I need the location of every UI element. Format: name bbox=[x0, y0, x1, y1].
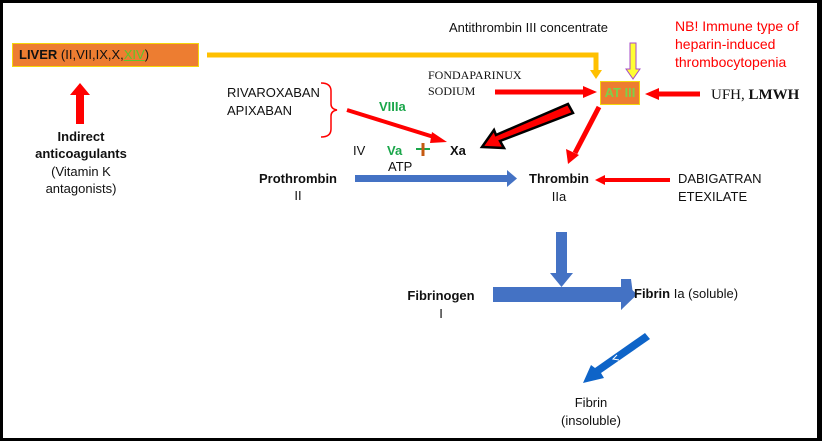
fibrinogen-numeral: I bbox=[439, 306, 443, 321]
fibrinogen-label: Fibrinogen bbox=[407, 288, 475, 303]
thrombin-label: Thrombin bbox=[529, 171, 589, 186]
fibrinogen-arrow-shaft bbox=[493, 287, 626, 302]
concentrate-arrow bbox=[625, 42, 641, 80]
thrombin-numeral: IIa bbox=[551, 189, 567, 204]
fibrin-soluble-rest: Ia (soluble) bbox=[670, 286, 739, 301]
fibrin-insoluble-line1: Fibrin bbox=[574, 395, 608, 410]
heparins-label: UFH, LMWH bbox=[711, 86, 799, 104]
fibrin-insoluble-arrow bbox=[583, 333, 650, 383]
dabigatran-line1: DABIGATRAN bbox=[678, 171, 762, 186]
fibrin-soluble-label: Fibrin Ia (soluble) bbox=[634, 286, 738, 302]
ufh-label: UFH, bbox=[711, 87, 749, 103]
viiia-label: VIIIa bbox=[379, 99, 406, 114]
dabigatran-arrowhead bbox=[595, 175, 605, 185]
iv-label: IV bbox=[353, 143, 366, 158]
xa-label: Xa bbox=[450, 143, 466, 158]
fibrin-insoluble-arrow-mark bbox=[611, 354, 620, 361]
liver-factors-suffix: ) bbox=[144, 47, 150, 62]
liver-factor-xiv: XIV bbox=[123, 47, 145, 62]
antithrombin-concentrate-label: Antithrombin III concentrate bbox=[449, 20, 608, 35]
prothrombin-label: Prothrombin bbox=[259, 171, 337, 186]
indirect-title-line1: Indirect bbox=[57, 129, 105, 144]
liver-box: LIVER (II,VII,IX,X,XIV) bbox=[12, 43, 199, 67]
liver-to-at3-connector bbox=[207, 52, 599, 71]
atp-label: ATP bbox=[388, 159, 413, 174]
note-line2: heparin-induced bbox=[675, 36, 776, 52]
xa-inhibitor-arrow-shaft bbox=[346, 108, 438, 140]
xa-inhibitor-bracket bbox=[320, 82, 338, 138]
ufh-arrowhead bbox=[645, 88, 659, 100]
at3-to-thrombin-arrowhead bbox=[566, 149, 579, 164]
arrow-layer bbox=[70, 42, 700, 383]
dabigatran-line2: ETEXILATE bbox=[678, 189, 748, 204]
at3-to-thrombin-shaft bbox=[572, 105, 602, 155]
apixaban-label: APIXABAN bbox=[227, 103, 293, 118]
fondaparinux-line2: SODIUM bbox=[428, 84, 476, 98]
indirect-sub-line2: antagonists) bbox=[45, 181, 117, 196]
note-line3: thrombocytopenia bbox=[675, 54, 787, 70]
indirect-sub-line1: (Vitamin K bbox=[51, 164, 111, 179]
liver-label: LIVER bbox=[19, 47, 58, 62]
xa-inhibitor-arrowhead bbox=[430, 132, 447, 143]
fondaparinux-arrowhead bbox=[583, 86, 597, 98]
thrombin-down-arrowhead bbox=[550, 273, 573, 287]
prothrombin-arrow-shaft bbox=[355, 175, 509, 182]
rivaroxaban-label: RIVAROXABAN bbox=[227, 85, 320, 100]
at3-to-xa-arrow bbox=[479, 102, 575, 150]
fondaparinux-line1: FONDAPARINUX bbox=[428, 68, 522, 82]
at3-box: AT III bbox=[600, 81, 640, 105]
lmwh-label: LMWH bbox=[748, 87, 800, 103]
prothrombin-numeral: II bbox=[294, 188, 302, 203]
at3-label: AT III bbox=[604, 85, 636, 100]
thrombin-down-shaft bbox=[556, 232, 567, 274]
fibrin-soluble-name: Fibrin bbox=[634, 286, 671, 301]
indirect-to-liver-arrow bbox=[70, 83, 90, 124]
liver-factors-prefix: (II,VII,IX,X, bbox=[57, 47, 124, 62]
indirect-title-line2: anticoagulants bbox=[35, 146, 127, 161]
liver-to-at3-arrowhead bbox=[590, 70, 602, 79]
note-line1: NB! Immune type of bbox=[675, 18, 799, 34]
va-label: Va bbox=[387, 143, 403, 158]
fibrin-insoluble-line2: (insoluble) bbox=[561, 413, 621, 428]
prothrombin-arrowhead bbox=[507, 170, 517, 187]
fibrinogen-arrowhead-tip bbox=[621, 279, 637, 310]
